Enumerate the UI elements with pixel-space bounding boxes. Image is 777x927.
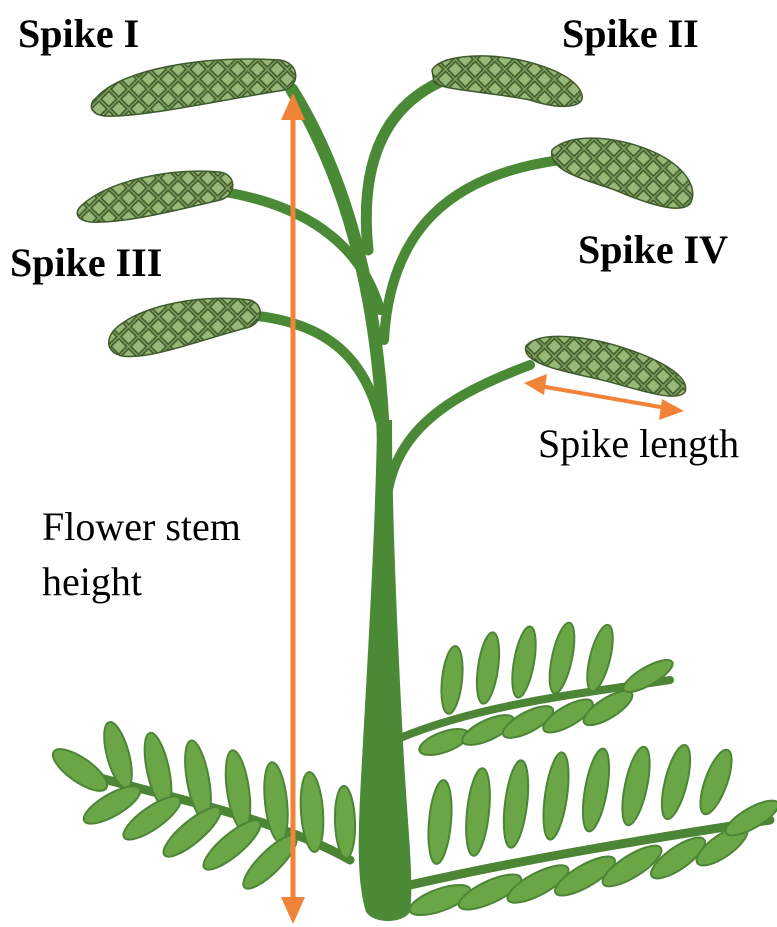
spike-iv [552,138,693,208]
spike-v [109,298,260,356]
branch-spike-6 [386,365,530,505]
label-spike-3: Spike III [10,243,162,283]
spike-i [91,59,295,116]
fern-leaves [47,621,777,922]
spike-arrow-head-right [659,399,684,420]
stem-arrow-head-bottom [281,897,305,924]
label-flower-stem-height-line1: Flower stem [42,503,241,552]
branch-spike-4 [384,160,560,340]
label-spike-length: Spike length [538,420,739,469]
label-flower-stem-height-line2: height [42,558,142,607]
label-spike-1: Spike I [18,14,139,54]
branch-spike-5 [258,316,380,420]
left-fern-leaflets [47,719,356,895]
right-upper-fern-leaflets [416,621,677,761]
spike-iii [77,171,232,222]
label-spike-4: Spike IV [578,230,728,270]
spike-arrow-head-left [524,374,547,395]
label-spike-2: Spike II [562,14,699,54]
spike-ii [432,56,582,106]
